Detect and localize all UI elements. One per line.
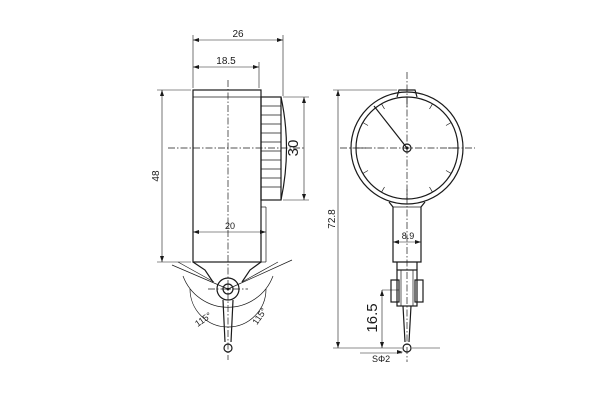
dim-tip-length-label: 16.5 [364, 303, 381, 332]
side-body-outline [192, 89, 262, 263]
dim-height-label: 48 [151, 170, 162, 182]
front-yoke-left-ear [390, 279, 400, 303]
swing-arc-outer [182, 275, 274, 308]
side-view: 26 18.5 48 30 [151, 29, 309, 360]
dial-tick [381, 103, 385, 110]
dim-overall-width [192, 35, 284, 96]
dial-tick [362, 122, 369, 126]
dim-total-height [333, 89, 402, 349]
dim-total-height-label: 72.8 [327, 209, 338, 229]
dial-tick [445, 122, 452, 126]
dim-ball-diameter [360, 347, 440, 354]
dim-stem-width-label: 8.9 [402, 231, 415, 241]
dial-tick [445, 170, 452, 174]
dim-dial-diameter-label: 30 [285, 140, 302, 157]
front-yoke-right-ear [414, 279, 424, 303]
dial-tick [381, 186, 385, 193]
dim-height [157, 89, 191, 263]
knurl-lines [261, 105, 281, 188]
dim-angle-right-label: 115° [250, 306, 269, 327]
dim-lower-width-label: 20 [225, 221, 235, 231]
dial-tick [362, 170, 369, 174]
swing-arc-inner [189, 288, 267, 328]
angle-line-right [227, 259, 293, 290]
dim-stem-width [393, 240, 421, 244]
dim-overall-width-label: 26 [232, 29, 244, 40]
dial-knurl-ring [260, 96, 282, 201]
dim-ball-diameter-label: SΦ2 [372, 354, 390, 364]
dim-lower-width [193, 230, 266, 234]
front-view: 72.8 8.9 16.5 SΦ2 [327, 72, 475, 364]
dim-angle-left-label: 115° [193, 310, 214, 329]
dial-needle [373, 105, 408, 149]
dial-tick [429, 186, 433, 193]
dim-body-width-label: 18.5 [216, 56, 236, 67]
angle-line-left [171, 264, 229, 290]
front-stylus [402, 305, 412, 343]
dim-dial-diameter [283, 96, 309, 201]
dim-body-width [193, 62, 260, 88]
dim-tip-length [380, 289, 399, 348]
dial-tick [429, 103, 433, 110]
side-foot-taper [192, 261, 262, 283]
